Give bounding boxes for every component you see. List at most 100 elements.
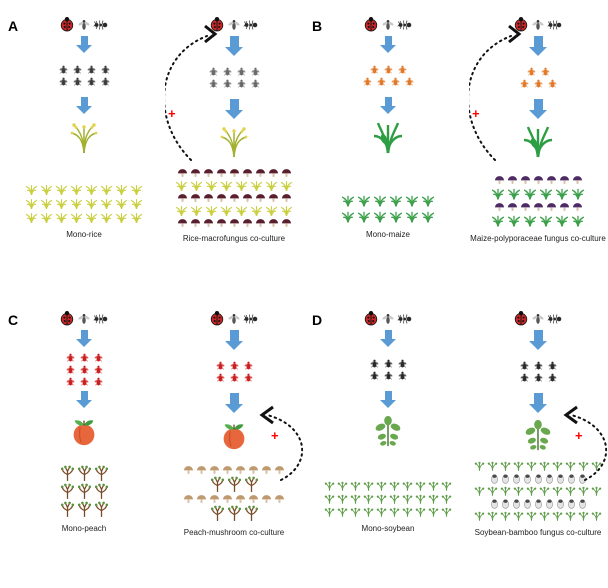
crop-rice-icon [55,183,68,196]
bug-icon [100,76,111,87]
down-arrow [229,393,239,404]
mushroom-icon [572,175,583,185]
pest-row [362,64,415,75]
crop-rice-icon [235,179,248,192]
crop-rice-icon [55,197,68,210]
mushroom-icon [183,494,194,504]
predator-group [513,8,563,32]
crop-rice-icon [70,183,83,196]
bug-icon [79,376,90,387]
bamboo-fungus-icon [567,473,576,484]
mushroom-icon [255,193,266,203]
ladybug-icon [209,310,225,326]
down-arrow [229,36,239,47]
down-arrow [384,391,392,400]
mushroom-icon [229,193,240,203]
field-row [25,197,143,210]
ant-icon [547,312,563,326]
field-row [175,179,293,192]
crop-rice-icon [85,197,98,210]
crop-rice-icon [280,179,293,192]
mushroom-icon [209,494,220,504]
crop-rice-icon [115,197,128,210]
bamboo-fungus-icon [501,473,510,484]
field-row [175,168,293,178]
soy-icon [371,413,405,449]
crop-soy-icon [526,460,537,472]
bug-icon [369,370,380,381]
pest-row [215,360,254,371]
pest-row [58,76,111,87]
crop-maize-icon [491,186,505,201]
panel-letter: D [312,312,323,328]
bug-icon [397,358,408,369]
bug-icon [65,376,76,387]
mushroom-icon [274,465,285,475]
crop-soy-icon [363,480,374,492]
mushroom-icon [229,218,240,228]
mushroom-icon [229,168,240,178]
mushroom-icon [248,465,259,475]
crop-soy-icon [337,493,348,505]
bug-icon [526,66,537,77]
fly-icon [77,312,91,326]
crop-soy-icon [389,506,400,518]
down-arrow [533,393,543,404]
crop-rice-icon [40,197,53,210]
column-label: Mono-soybean [361,524,415,533]
column-label: Rice-macrofungus co-culture [182,234,286,243]
panel-letter: A [8,18,19,34]
crop-rice-icon [220,179,233,192]
crop-soy-icon [578,460,589,472]
mushroom-icon [533,202,544,212]
pest-row [369,370,408,381]
crop-soy-icon [441,480,452,492]
crop-rice-icon [205,204,218,217]
crop-soy-icon [500,485,511,497]
mushroom-icon [559,175,570,185]
bug-icon [383,64,394,75]
crop-maize-icon [341,209,355,224]
plant-wrap [217,416,251,454]
bug-icon [72,76,83,87]
pest-grid [208,59,261,95]
mushroom-icon [281,218,292,228]
field-grid [474,458,602,522]
field-row [341,193,435,208]
fly-icon [531,312,545,326]
mushroom-icon [216,218,227,228]
tree-icon [244,505,259,522]
tree-icon [210,505,225,522]
mushroom-icon [177,218,188,228]
field-row [60,501,109,518]
field-row [491,213,585,228]
ladybug-icon [513,16,529,32]
crop-rice-icon [265,179,278,192]
field-row [175,193,293,203]
tree-icon [94,483,109,500]
ladybug-icon [363,310,379,326]
column-label: Mono-maize [365,230,410,239]
bamboo-fungus-icon [556,473,565,484]
mushroom-icon [520,202,531,212]
bug-icon [79,364,90,375]
mushroom-icon [546,175,557,185]
bamboo-fungus-icon [534,473,543,484]
tree-icon [77,465,92,482]
pest-row [215,372,254,383]
crop-maize-icon [571,186,585,201]
bamboo-fungus-icon [523,473,532,484]
mushroom-icon [494,202,505,212]
mushroom-icon [209,465,220,475]
crop-soy-icon [389,493,400,505]
crop-soy-icon [474,510,485,522]
tree-icon [244,476,259,493]
bug-icon [519,372,530,383]
column-label: Mono-peach [61,524,107,533]
rice-icon [66,119,102,155]
crop-soy-icon [415,480,426,492]
field-row [491,186,585,201]
mushroom-icon [203,218,214,228]
bug-icon [397,370,408,381]
